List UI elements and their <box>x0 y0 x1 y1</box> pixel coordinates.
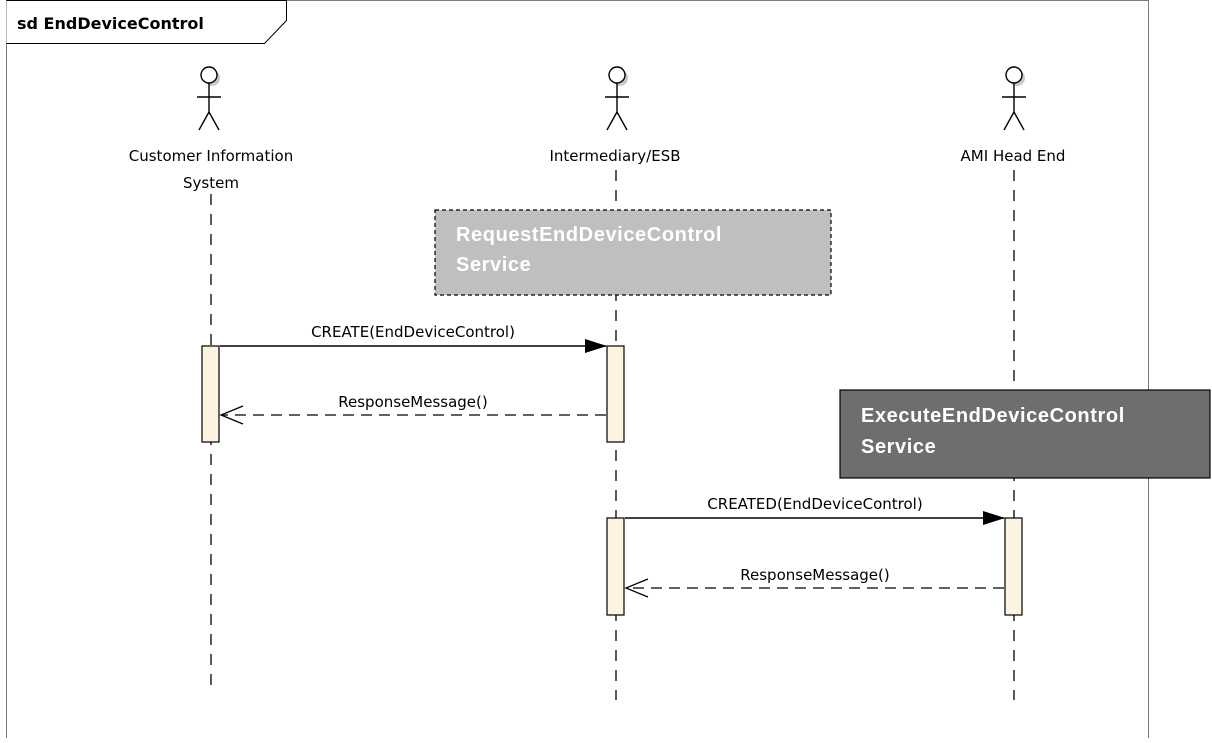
lifeline-customer-information-system: Customer Information System <box>129 66 293 692</box>
message-label: ResponseMessage() <box>338 393 488 411</box>
lifeline-label-line1: Customer Information <box>129 147 293 165</box>
activation-bar-ami <box>1004 517 1023 616</box>
message-label: ResponseMessage() <box>740 566 890 584</box>
message-create: CREATE(EndDeviceControl) <box>220 323 607 353</box>
open-arrowhead-icon <box>219 405 244 425</box>
note-text-line1: RequestEndDeviceControl <box>456 224 722 246</box>
note-text-line2: Service <box>861 436 936 458</box>
message-response-2: ResponseMessage() <box>624 566 1004 598</box>
note-request-end-device-control-service: RequestEndDeviceControl Service <box>434 209 832 296</box>
note-execute-end-device-control-service: ExecuteEndDeviceControl Service <box>839 389 1211 479</box>
actor-icon <box>605 66 629 131</box>
actor-icon <box>197 66 221 131</box>
frame-border <box>6 0 1149 741</box>
message-created: CREATED(EndDeviceControl) <box>625 495 1005 525</box>
frame-title-tab: sd EndDeviceControl <box>6 0 287 44</box>
lifeline-label-line2: System <box>183 174 239 192</box>
activation-bar-esb-2 <box>606 517 625 616</box>
activation-bar-esb-1 <box>606 345 625 443</box>
activation-bar-cis <box>201 345 220 443</box>
message-label: CREATED(EndDeviceControl) <box>707 495 922 513</box>
frame-title: sd EndDeviceControl <box>17 14 204 33</box>
message-response-1: ResponseMessage() <box>219 393 606 425</box>
note-text-line2: Service <box>456 254 531 276</box>
open-arrowhead-icon <box>624 578 649 598</box>
lifeline-label: AMI Head End <box>961 147 1066 165</box>
message-label: CREATE(EndDeviceControl) <box>311 323 515 341</box>
actor-icon <box>1002 66 1026 131</box>
note-text-line1: ExecuteEndDeviceControl <box>861 405 1125 427</box>
lifeline-label: Intermediary/ESB <box>549 147 680 165</box>
